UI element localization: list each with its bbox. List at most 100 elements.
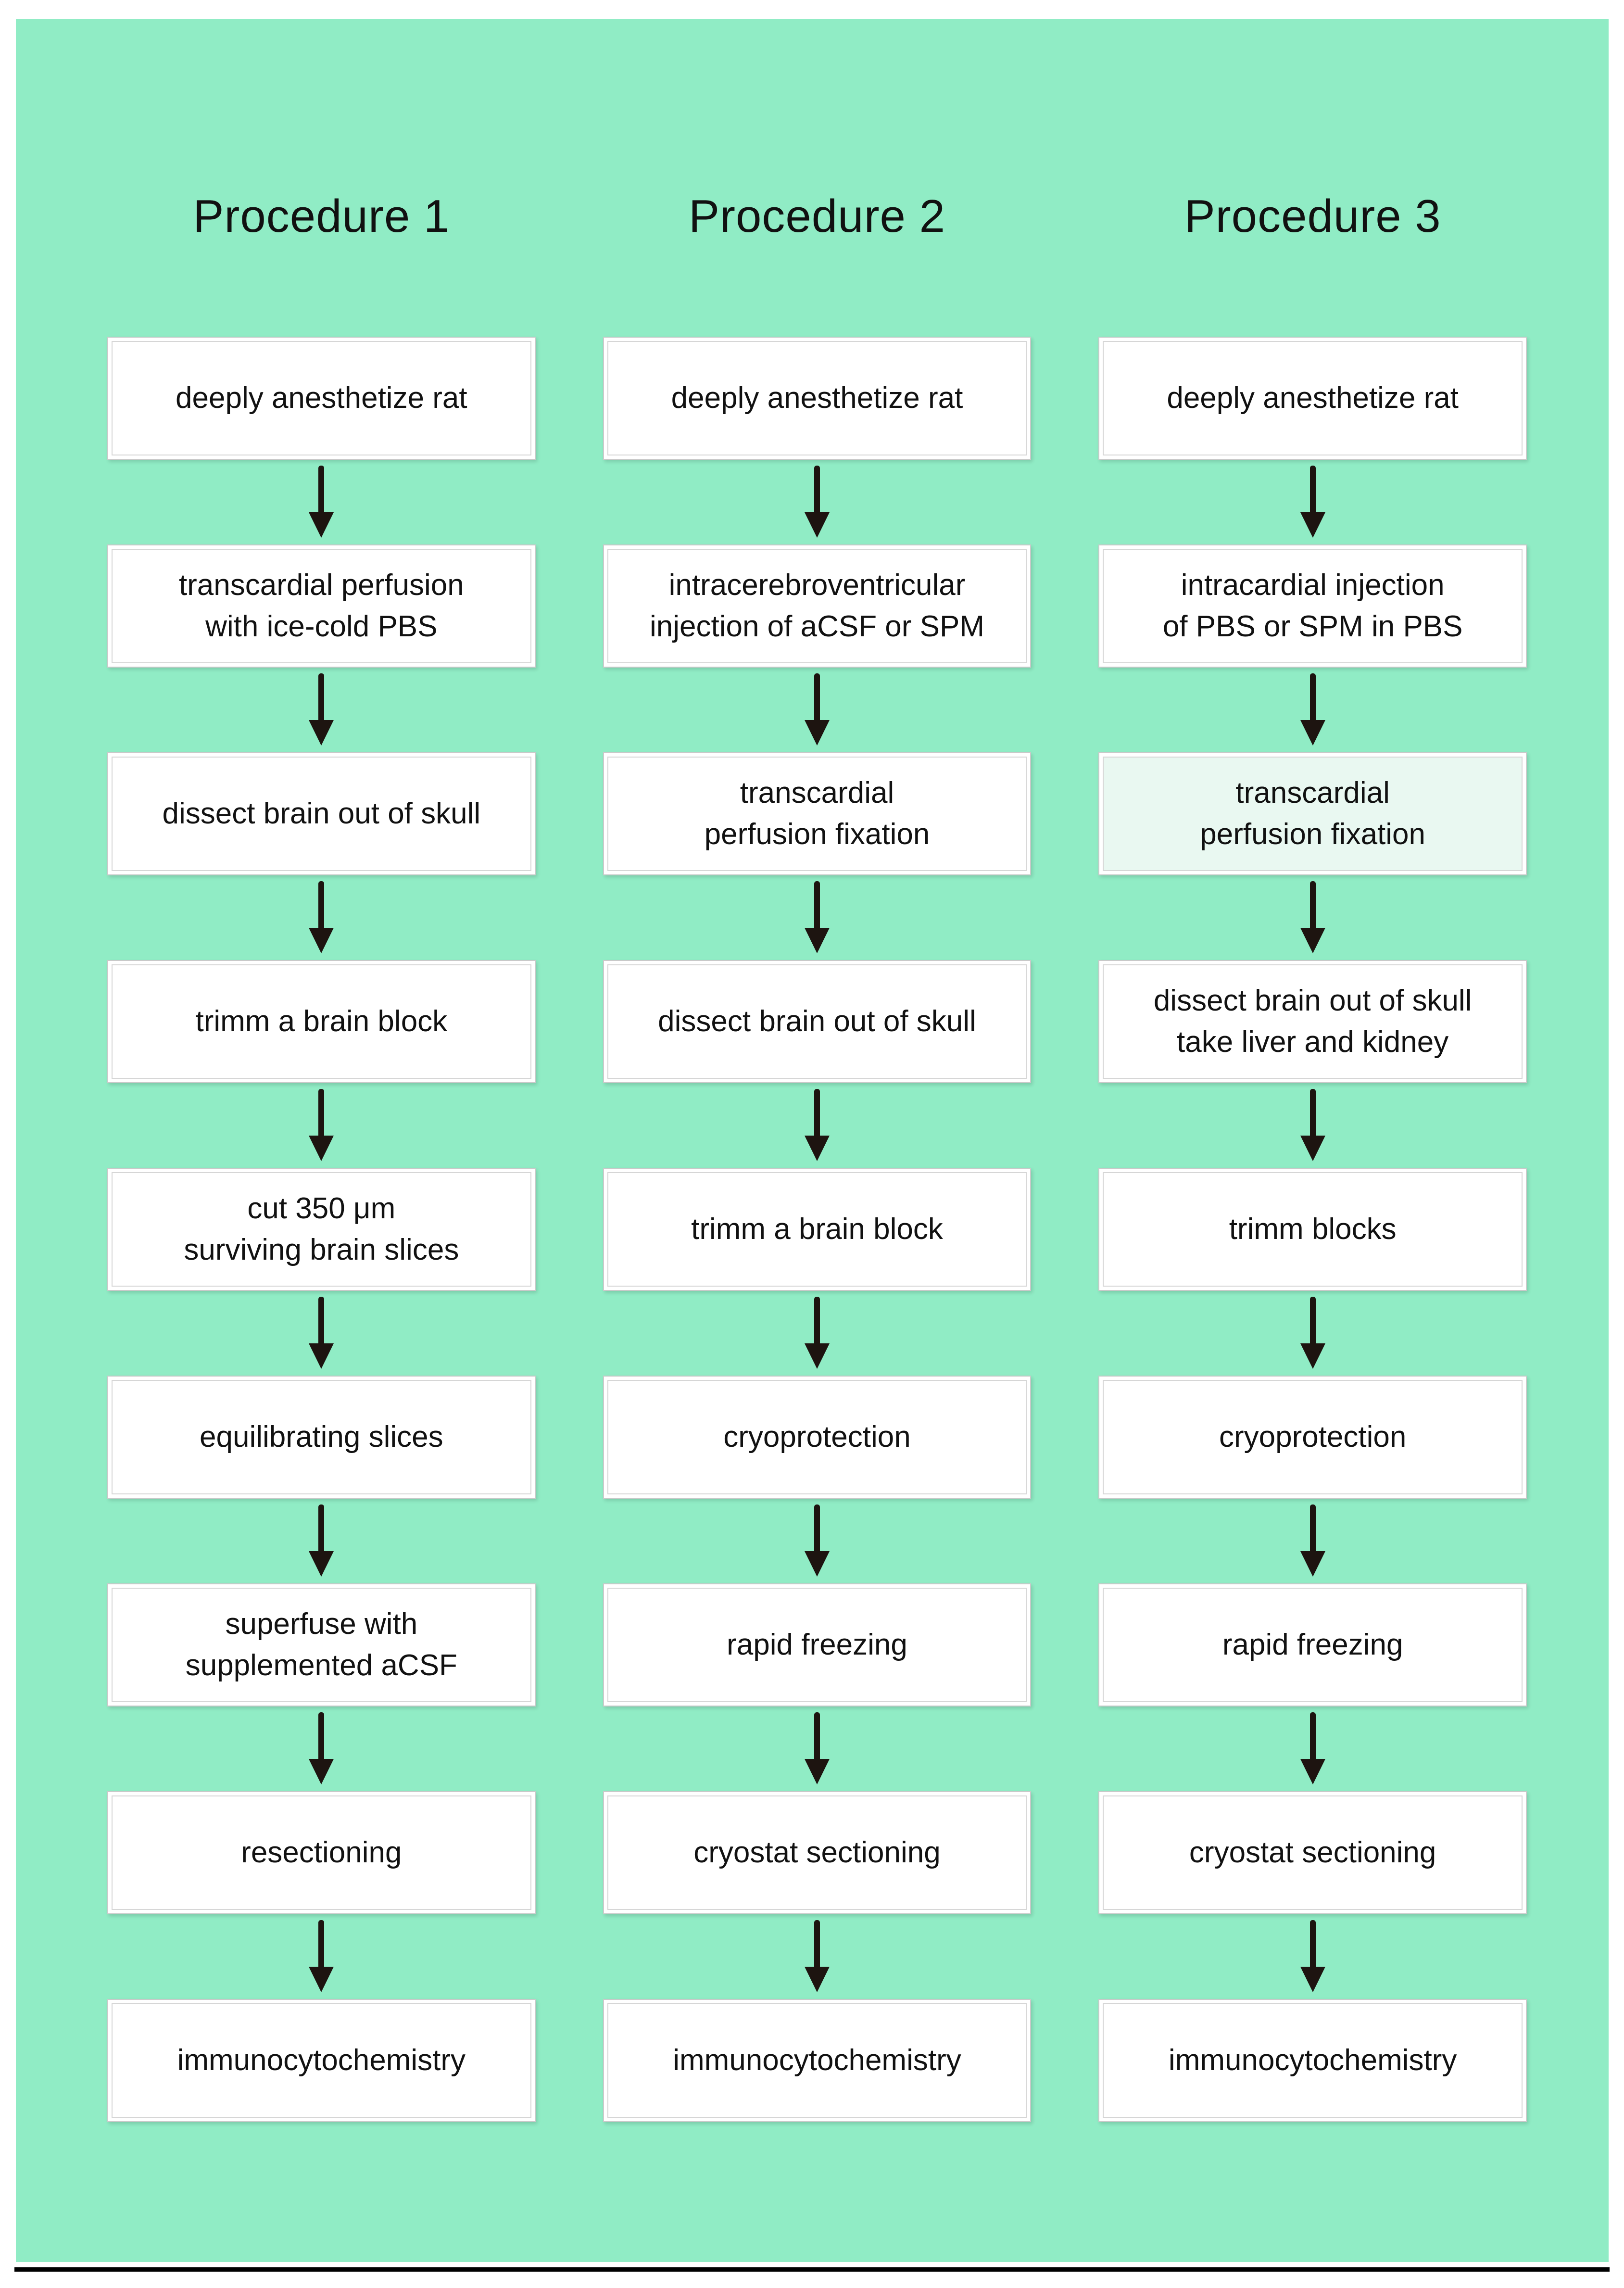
flow-arrow <box>1098 460 1527 544</box>
step-label: with ice-cold PBS <box>205 610 438 643</box>
step-box: cryoprotection <box>603 1376 1032 1499</box>
down-arrow-icon <box>1300 1297 1325 1369</box>
step-label: immunocytochemistry <box>1168 2044 1457 2077</box>
flow-arrow <box>603 1499 1032 1583</box>
step-label: deeply anesthetize rat <box>671 381 963 415</box>
step-label: take liver and kidney <box>1177 1025 1449 1059</box>
flow-arrow <box>1098 1707 1527 1791</box>
down-arrow-icon <box>1300 1920 1325 1992</box>
down-arrow-icon <box>309 1089 334 1161</box>
down-arrow-icon <box>804 1297 830 1369</box>
flow-arrow <box>603 1914 1032 1999</box>
down-arrow-icon <box>804 881 830 953</box>
flow-arrow <box>1098 668 1527 752</box>
step-label: surviving brain slices <box>184 1233 459 1266</box>
step-box: cryostat sectioning <box>603 1791 1032 1914</box>
step-label: injection of aCSF or SPM <box>649 610 985 643</box>
step-label: transcardial <box>740 776 894 809</box>
down-arrow-icon <box>804 1920 830 1992</box>
step-box: cut 350 μm surviving brain slices <box>107 1168 536 1291</box>
down-arrow-icon <box>804 1504 830 1577</box>
down-arrow-icon <box>309 1504 334 1577</box>
step-label: intracerebroventricular <box>668 569 966 602</box>
column-title: Procedure 2 <box>689 190 945 242</box>
flow-arrow <box>603 1083 1032 1168</box>
step-box: deeply anesthetize rat <box>603 337 1032 460</box>
flow-arrow <box>107 460 536 544</box>
step-box: resectioning <box>107 1791 536 1914</box>
step-label: immunocytochemistry <box>673 2044 961 2077</box>
column-title: Procedure 3 <box>1184 190 1441 242</box>
step-box: deeply anesthetize rat <box>1098 337 1527 460</box>
flow-arrow <box>1098 1499 1527 1583</box>
step-label: dissect brain out of skull <box>162 797 481 830</box>
step-label: resectioning <box>241 1836 402 1869</box>
step-box: trimm a brain block <box>603 1168 1032 1291</box>
flowchart-panel: Procedure 1 deeply anesthetize rat transca… <box>16 19 1609 2262</box>
step-label: of PBS or SPM in PBS <box>1162 610 1463 643</box>
step-box: rapid freezing <box>603 1583 1032 1707</box>
step-box: trimm blocks <box>1098 1168 1527 1291</box>
step-box: immunocytochemistry <box>1098 1999 1527 2122</box>
step-label: immunocytochemistry <box>177 2044 466 2077</box>
step-label: deeply anesthetize rat <box>1167 381 1459 415</box>
step-label: deeply anesthetize rat <box>176 381 467 415</box>
step-label: cryoprotection <box>1219 1420 1407 1454</box>
down-arrow-icon <box>309 881 334 953</box>
step-label: perfusion fixation <box>704 818 930 851</box>
flow-arrow <box>107 1083 536 1168</box>
step-box: intracerebroventricular injection of aCSF… <box>603 544 1032 668</box>
step-label: trimm a brain block <box>691 1213 943 1246</box>
down-arrow-icon <box>1300 1089 1325 1161</box>
step-label: cut 350 μm <box>247 1192 396 1225</box>
down-arrow-icon <box>1300 466 1325 538</box>
step-label: trimm a brain block <box>195 1005 448 1038</box>
down-arrow-icon <box>1300 1712 1325 1784</box>
step-label: rapid freezing <box>727 1628 907 1661</box>
down-arrow-icon <box>804 673 830 746</box>
flow-arrow <box>107 668 536 752</box>
flow-arrow <box>1098 1083 1527 1168</box>
step-label: perfusion fixation <box>1200 818 1426 851</box>
flow-arrow <box>603 1291 1032 1376</box>
flow-arrow <box>107 1291 536 1376</box>
step-label: dissect brain out of skull <box>1153 984 1472 1017</box>
step-box: superfuse with supplemented aCSF <box>107 1583 536 1707</box>
flow-arrow <box>603 1707 1032 1791</box>
step-box: cryostat sectioning <box>1098 1791 1527 1914</box>
flow-arrow <box>1098 1291 1527 1376</box>
step-label: transcardial perfusion <box>178 569 464 602</box>
down-arrow-icon <box>309 1712 334 1784</box>
flow-arrow <box>603 875 1032 960</box>
procedure-column-1: Procedure 1 deeply anesthetize rat transca… <box>107 19 536 2122</box>
down-arrow-icon <box>804 466 830 538</box>
down-arrow-icon <box>309 1920 334 1992</box>
down-arrow-icon <box>1300 881 1325 953</box>
step-label: trimm blocks <box>1229 1213 1397 1246</box>
step-label: superfuse with <box>225 1607 418 1641</box>
column-title: Procedure 1 <box>193 190 450 242</box>
step-box: transcardial perfusion fixation <box>603 752 1032 875</box>
procedure-column-2: Procedure 2 deeply anesthetize rat intrace… <box>603 19 1032 2122</box>
step-box: immunocytochemistry <box>107 1999 536 2122</box>
flow-arrow <box>107 875 536 960</box>
step-label: cryostat sectioning <box>1189 1836 1436 1869</box>
down-arrow-icon <box>309 466 334 538</box>
step-box: cryoprotection <box>1098 1376 1527 1499</box>
step-box: transcardial perfusion with ice-cold PBS <box>107 544 536 668</box>
step-label: cryostat sectioning <box>693 1836 941 1869</box>
step-box: dissect brain out of skull <box>603 960 1032 1083</box>
flow-arrow <box>107 1499 536 1583</box>
step-box: equilibrating slices <box>107 1376 536 1499</box>
step-label: supplemented aCSF <box>185 1649 457 1682</box>
step-label: cryoprotection <box>723 1420 911 1454</box>
step-label: equilibrating slices <box>200 1420 443 1454</box>
flow-arrow <box>1098 1914 1527 1999</box>
down-arrow-icon <box>309 1297 334 1369</box>
step-box: immunocytochemistry <box>603 1999 1032 2122</box>
down-arrow-icon <box>309 673 334 746</box>
bottom-rule <box>14 2267 1610 2272</box>
